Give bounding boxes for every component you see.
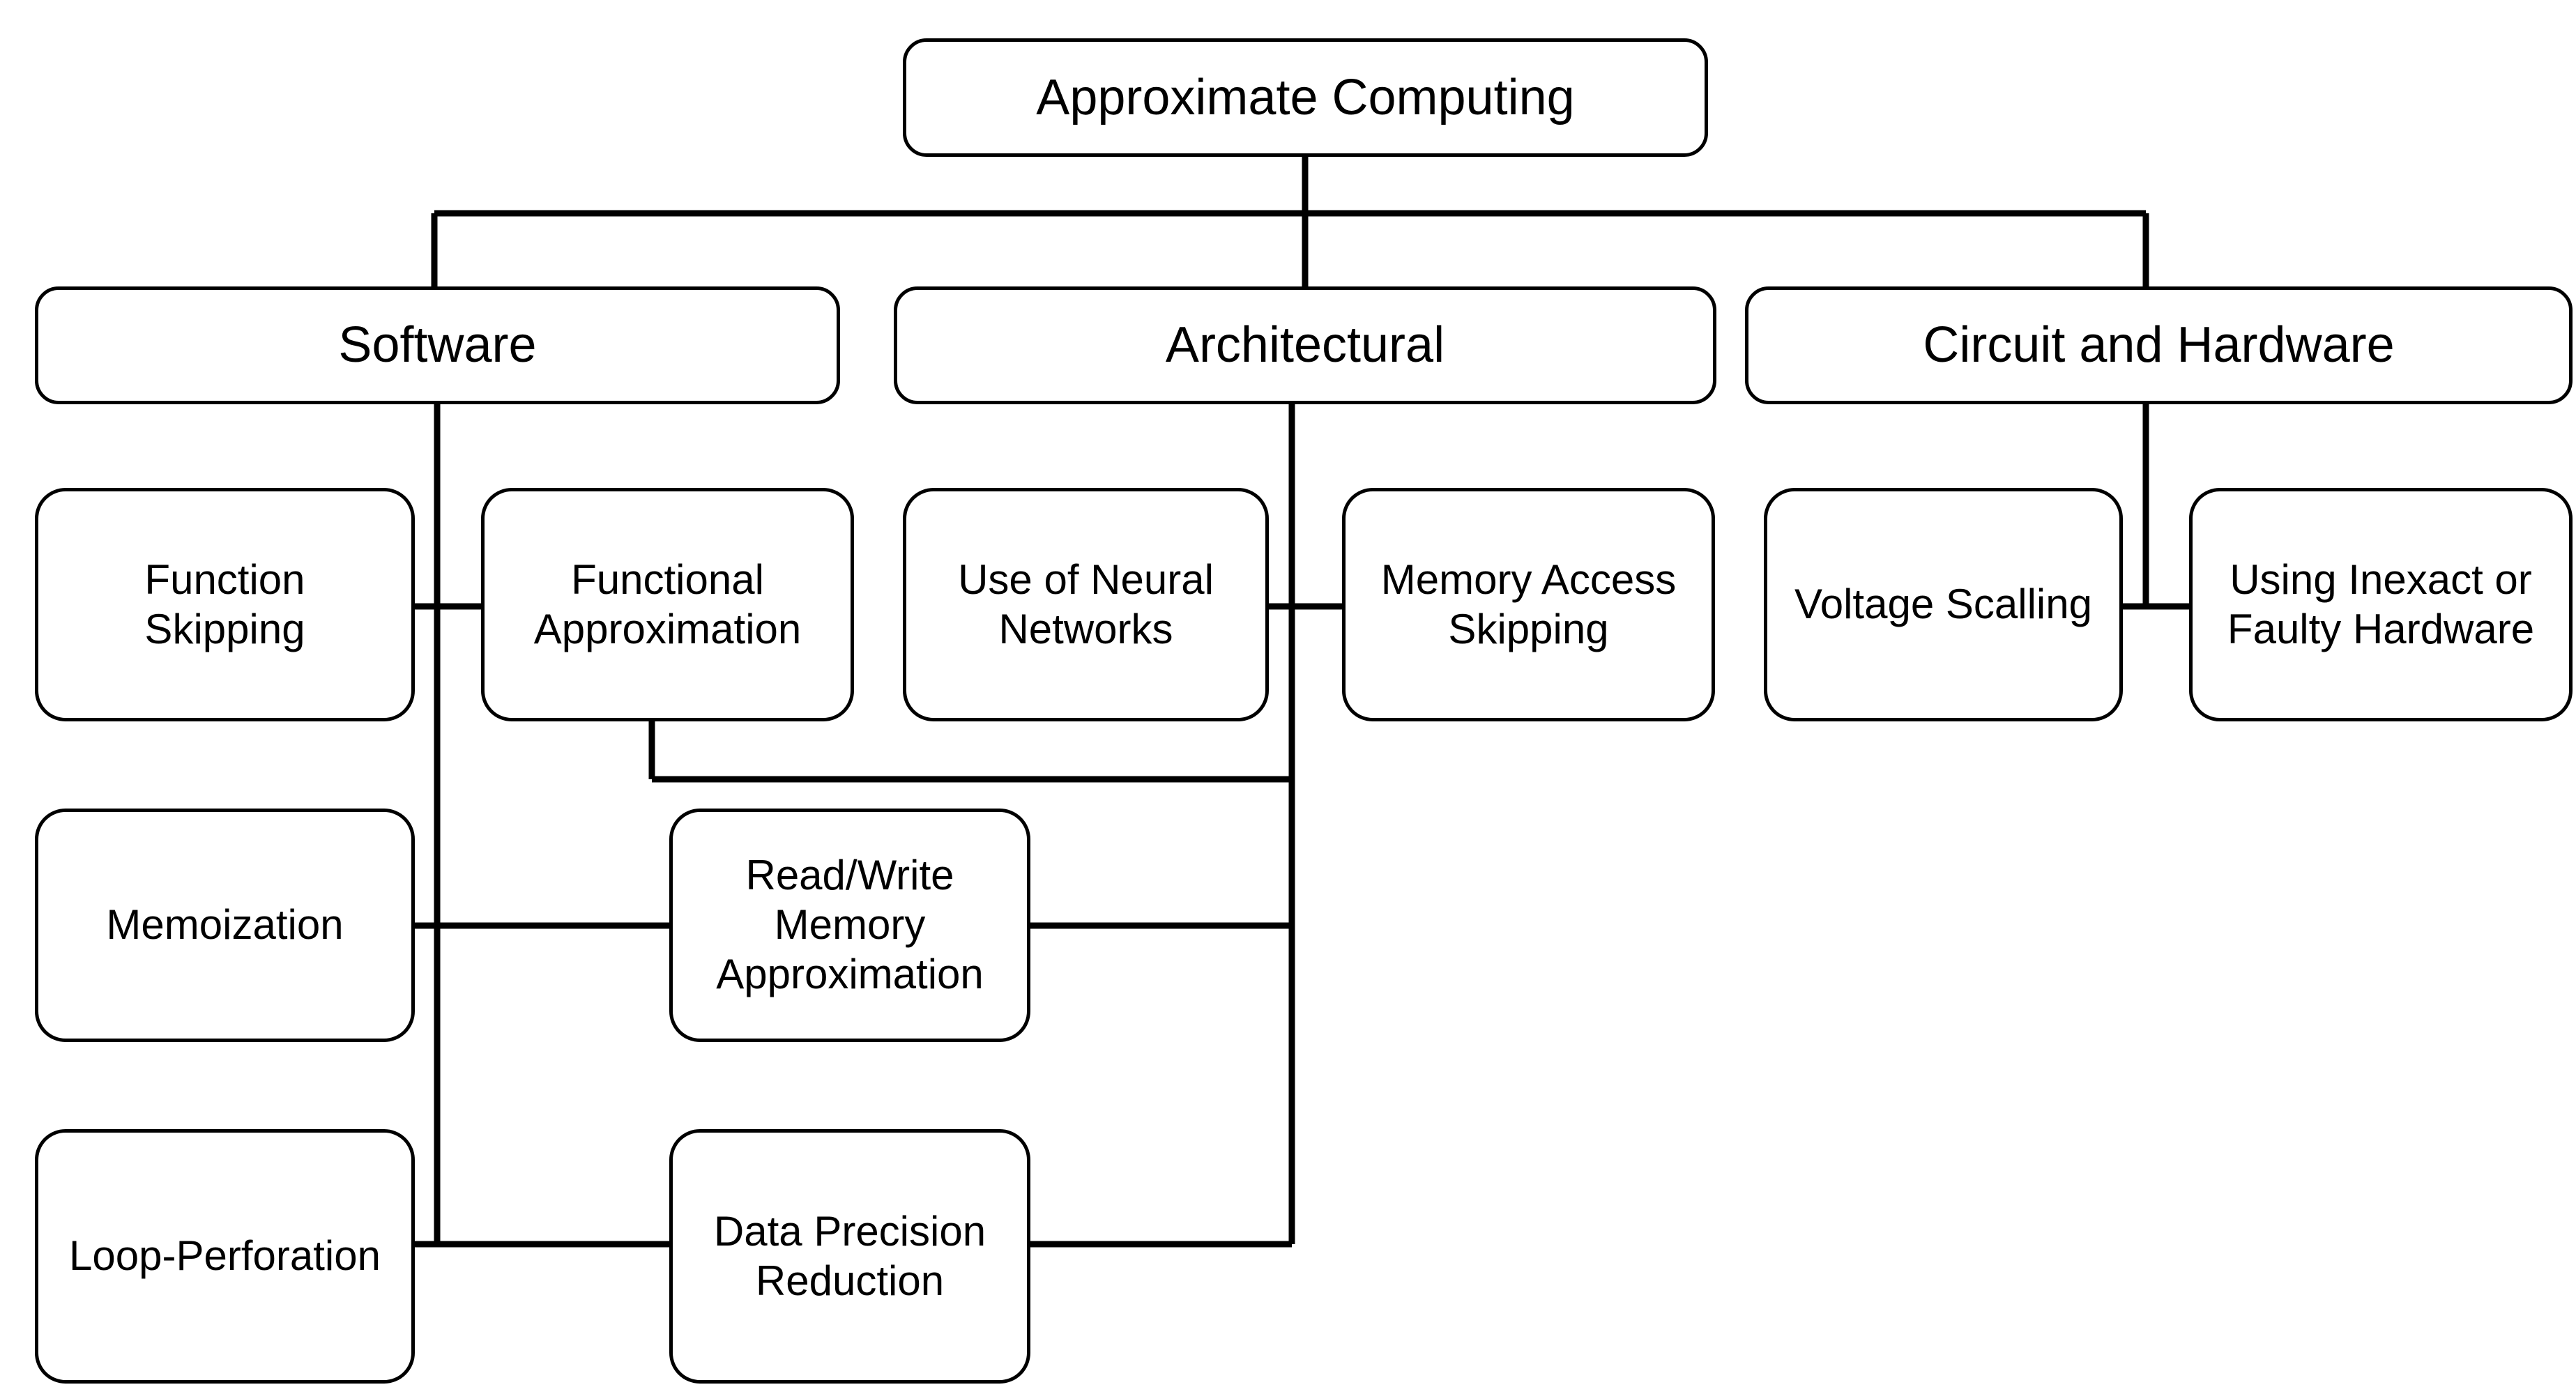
node-read-write-memory-approximation[interactable]: Read/Write Memory Approximation bbox=[669, 809, 1030, 1042]
node-use-of-neural-networks[interactable]: Use of Neural Networks bbox=[903, 488, 1269, 721]
node-software[interactable]: Software bbox=[35, 286, 840, 404]
node-functional-approximation[interactable]: Functional Approximation bbox=[481, 488, 854, 721]
node-data-precision-reduction[interactable]: Data Precision Reduction bbox=[669, 1129, 1030, 1384]
node-memoization[interactable]: Memoization bbox=[35, 809, 415, 1042]
node-circuit-and-hardware[interactable]: Circuit and Hardware bbox=[1745, 286, 2573, 404]
node-function-skipping[interactable]: Function Skipping bbox=[35, 488, 415, 721]
node-using-inexact-or-faulty-hardware[interactable]: Using Inexact or Faulty Hardware bbox=[2189, 488, 2573, 721]
node-approximate-computing[interactable]: Approximate Computing bbox=[903, 38, 1708, 157]
node-loop-perforation[interactable]: Loop-Perforation bbox=[35, 1129, 415, 1384]
node-memory-access-skipping[interactable]: Memory Access Skipping bbox=[1342, 488, 1715, 721]
node-voltage-scalling[interactable]: Voltage Scalling bbox=[1764, 488, 2123, 721]
node-architectural[interactable]: Architectural bbox=[894, 286, 1716, 404]
